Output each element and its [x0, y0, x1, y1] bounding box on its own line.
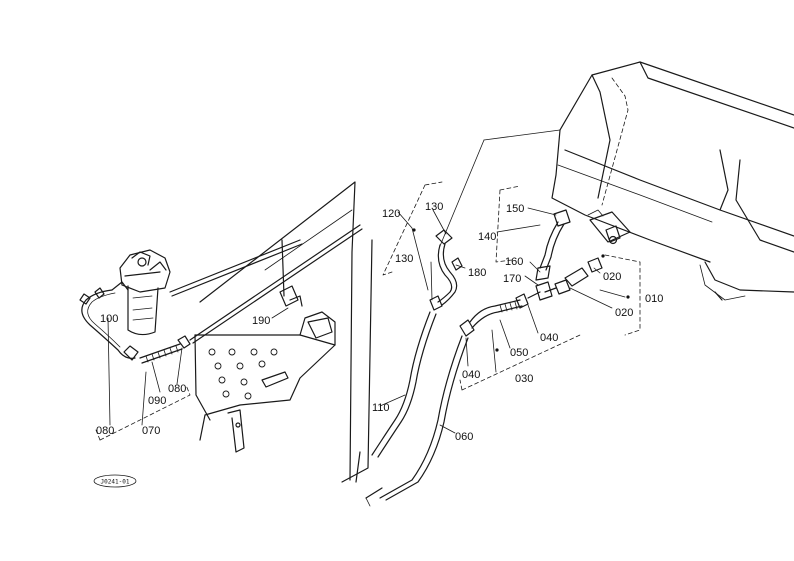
label-100: 100 — [100, 313, 118, 325]
label-020-lower: 020 — [615, 307, 633, 319]
label-030: 030 — [515, 373, 533, 385]
fuel-filter — [111, 249, 171, 336]
reference-code-text: J0241-01 — [101, 479, 130, 486]
fuel-pipes — [365, 311, 469, 507]
label-080-right: 080 — [168, 383, 186, 395]
return-hose — [429, 229, 463, 311]
label-040-left: 040 — [462, 369, 480, 381]
fuel-tank — [551, 61, 794, 301]
label-080-bottom: 080 — [96, 425, 114, 437]
label-090: 090 — [148, 395, 166, 407]
label-110: 110 — [372, 402, 390, 414]
label-010: 010 — [645, 293, 663, 305]
label-060: 060 — [455, 431, 473, 443]
leader-lines — [107, 129, 626, 434]
label-160: 160 — [505, 256, 523, 268]
label-120: 120 — [382, 208, 400, 220]
centre-panel — [199, 181, 373, 483]
tank-outlet-assembly — [459, 209, 603, 337]
reference-code-badge: J0241-01 — [93, 474, 137, 488]
hoses-left — [79, 287, 191, 364]
label-150: 150 — [506, 203, 524, 215]
label-180: 180 — [468, 267, 486, 279]
long-rod — [169, 224, 363, 344]
label-130-top: 130 — [425, 201, 443, 213]
label-170: 170 — [503, 273, 521, 285]
label-190: 190 — [252, 315, 270, 327]
mounting-panel — [194, 311, 336, 453]
label-020-upper: 020 — [603, 271, 621, 283]
label-050: 050 — [510, 347, 528, 359]
label-040-right: 040 — [540, 332, 558, 344]
group-brackets — [95, 181, 641, 441]
label-140: 140 — [478, 231, 496, 243]
label-130-left: 130 — [395, 253, 413, 265]
anchor-dots — [412, 228, 630, 352]
part-labels: 010 020 020 030 040 040 050 060 070 080 … — [96, 201, 663, 443]
label-070: 070 — [142, 425, 160, 437]
